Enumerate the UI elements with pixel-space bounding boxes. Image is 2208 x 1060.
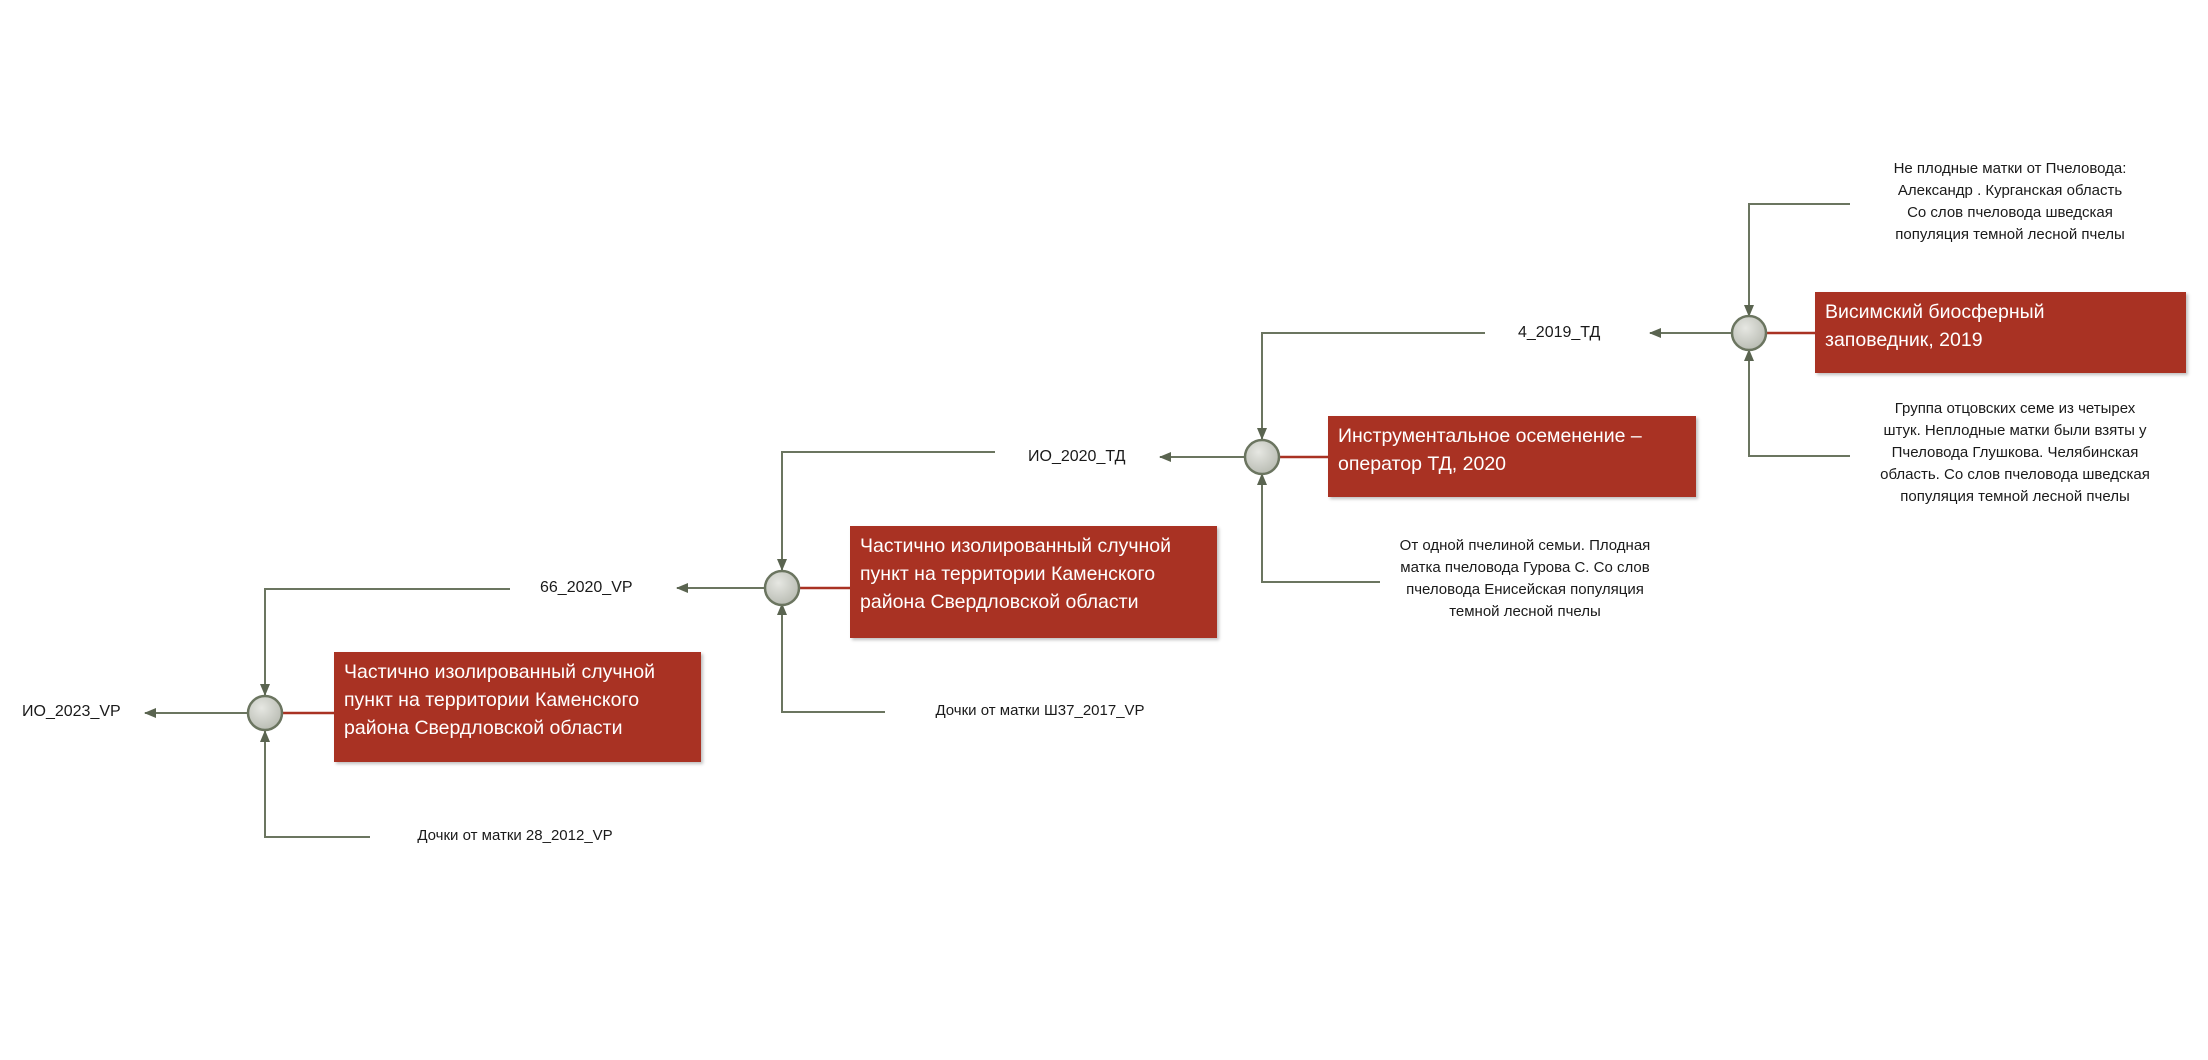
- connector-vp2023-mother: [260, 588, 510, 696]
- father-note-vp2023: Дочки от матки 28_2012_VP: [417, 827, 613, 844]
- connector-td2020-father: [1257, 473, 1380, 583]
- connector-td2020-mother: [1257, 332, 1485, 440]
- connector-vp2023-father: [260, 730, 370, 838]
- father-note-vp2020: Дочки от матки Ш37_2017_VP: [935, 702, 1145, 719]
- father-note-td2019: Группа отцовских семе из четырех штук. Н…: [1880, 400, 2150, 505]
- box-vp2023: Частично изолированный случной пункт на …: [334, 652, 701, 762]
- connector-td2019-mother: [1744, 203, 1850, 317]
- node-td2020: [1243, 438, 1281, 476]
- node-vp2023: [246, 694, 284, 732]
- code-td2019: 4_2019_ТД: [1518, 324, 1601, 341]
- node-vp2020: [763, 569, 801, 607]
- node-td2019: [1730, 314, 1768, 352]
- code-td2020: ИО_2020_ТД: [1028, 448, 1126, 465]
- box-vp2020: Частично изолированный случной пункт на …: [850, 526, 1217, 638]
- connector-vp2020-father: [777, 603, 885, 713]
- code-vp2020: 66_2020_VP: [540, 579, 633, 596]
- father-note-td2020: От одной пчелиной семьи. Плодная матка п…: [1399, 537, 1651, 620]
- code-vp2023: ИО_2023_VP: [22, 703, 121, 720]
- box-td2019: Висимский биосферный заповедник, 2019: [1815, 292, 2186, 373]
- mother-note-td2019: Не плодные матки от Пчеловода: Александр…: [1893, 160, 2127, 243]
- connector-td2019-father: [1744, 349, 1850, 457]
- connector-vp2020-mother: [777, 451, 995, 571]
- box-td2020: Инструментальное осеменение – оператор Т…: [1328, 416, 1696, 497]
